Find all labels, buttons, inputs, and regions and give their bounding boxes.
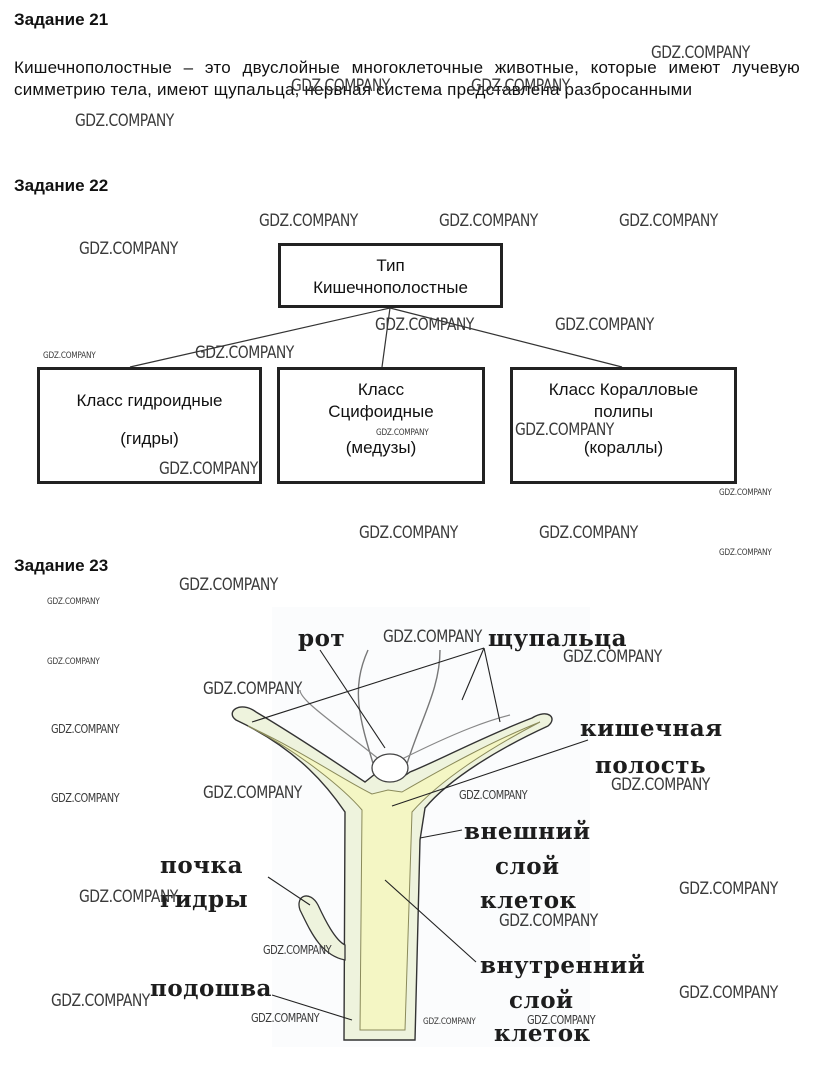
class-hydroid-example: (гидры) [120,429,179,448]
watermark: GDZ.COMPANY [43,351,96,361]
label-inner-layer-3: клеток [494,1020,591,1047]
watermark: GDZ.COMPANY [263,943,332,957]
task-23-heading: Задание 23 [14,556,109,575]
watermark: GDZ.COMPANY [79,887,178,907]
watermark: GDZ.COMPANY [539,523,638,543]
watermark: GDZ.COMPANY [459,788,528,802]
watermark: GDZ.COMPANY [719,548,772,558]
watermark: GDZ.COMPANY [51,722,120,736]
watermark: GDZ.COMPANY [499,911,598,931]
watermark: GDZ.COMPANY [291,76,390,96]
watermark: GDZ.COMPANY [679,983,778,1003]
class-scyphoid-box: Класс Сцифоидные (медузы) [277,367,485,484]
watermark: GDZ.COMPANY [651,43,750,63]
hydra-bud [298,895,346,961]
watermark: GDZ.COMPANY [203,783,302,803]
label-gut-cavity-1: кишечная [580,715,723,742]
watermark: GDZ.COMPANY [555,315,654,335]
watermark: GDZ.COMPANY [51,991,150,1011]
label-outer-layer-1: внешний [464,818,591,845]
watermark: GDZ.COMPANY [47,657,100,667]
task-22-heading: Задание 22 [14,176,109,195]
root-type-line2: Кишечнополостные [313,278,468,297]
label-inner-layer-1: внутренний [480,952,646,979]
watermark: GDZ.COMPANY [259,211,358,231]
label-sole: подошва [150,975,272,1002]
watermark: GDZ.COMPANY [375,315,474,335]
watermark: GDZ.COMPANY [471,76,570,96]
root-type-box: Тип Кишечнополостные [278,243,503,308]
watermark: GDZ.COMPANY [423,1017,476,1027]
classification-connectors [129,307,623,368]
watermark: GDZ.COMPANY [679,879,778,899]
class-coral-box: Класс Коралловые полипы (кораллы) [510,367,737,484]
label-gut-cavity-2: полость [595,752,707,779]
class-hydroid-box: Класс гидроидные (гидры) [37,367,262,484]
label-bud-1: почка [160,852,244,879]
watermark: GDZ.COMPANY [51,791,120,805]
task-21-heading: Задание 21 [14,10,109,29]
watermark: GDZ.COMPANY [359,523,458,543]
hydra-diagram [231,607,590,1047]
watermark: GDZ.COMPANY [159,459,258,479]
watermark: GDZ.COMPANY [195,343,294,363]
watermark: GDZ.COMPANY [203,679,302,699]
watermark: GDZ.COMPANY [619,211,718,231]
hydra-gut-cavity [247,721,541,1031]
watermark: GDZ.COMPANY [611,775,710,795]
watermark: GDZ.COMPANY [75,111,174,131]
label-outer-layer-2: слой [495,853,560,880]
class-coral-line1: Класс Коралловые [548,380,699,399]
class-scyphoid-line1: Класс [357,380,405,399]
label-mouth: рот [298,625,346,652]
label-tentacles: щупальца [488,625,628,652]
watermark: GDZ.COMPANY [79,239,178,259]
watermark: GDZ.COMPANY [439,211,538,231]
class-hydroid-name: Класс гидроидные [76,391,223,410]
class-coral-example: (кораллы) [583,438,664,457]
watermark: GDZ.COMPANY [383,627,482,647]
watermark: GDZ.COMPANY [251,1011,320,1025]
class-coral-line2: полипы [593,402,654,421]
class-scyphoid-line2: Сцифоидные [328,402,434,421]
class-scyphoid-example: (медузы) [345,438,417,457]
task-21-answer-text: Кишечнополостные – это двуслойные многок… [14,58,800,99]
watermark: GDZ.COMPANY [179,575,278,595]
watermark: GDZ.COMPANY [47,597,100,607]
watermark: GDZ.COMPANY [527,1013,596,1027]
watermark: GDZ.COMPANY [515,420,614,440]
label-inner-layer-2: слой [509,987,574,1014]
watermark: GDZ.COMPANY [719,488,772,498]
watermark: GDZ.COMPANY [563,647,662,667]
hydra-mouth [371,753,409,783]
watermark: GDZ.COMPANY [376,428,429,438]
root-type-line1: Тип [376,256,405,275]
label-outer-layer-3: клеток [480,887,577,914]
label-bud-2: гидры [160,886,249,913]
